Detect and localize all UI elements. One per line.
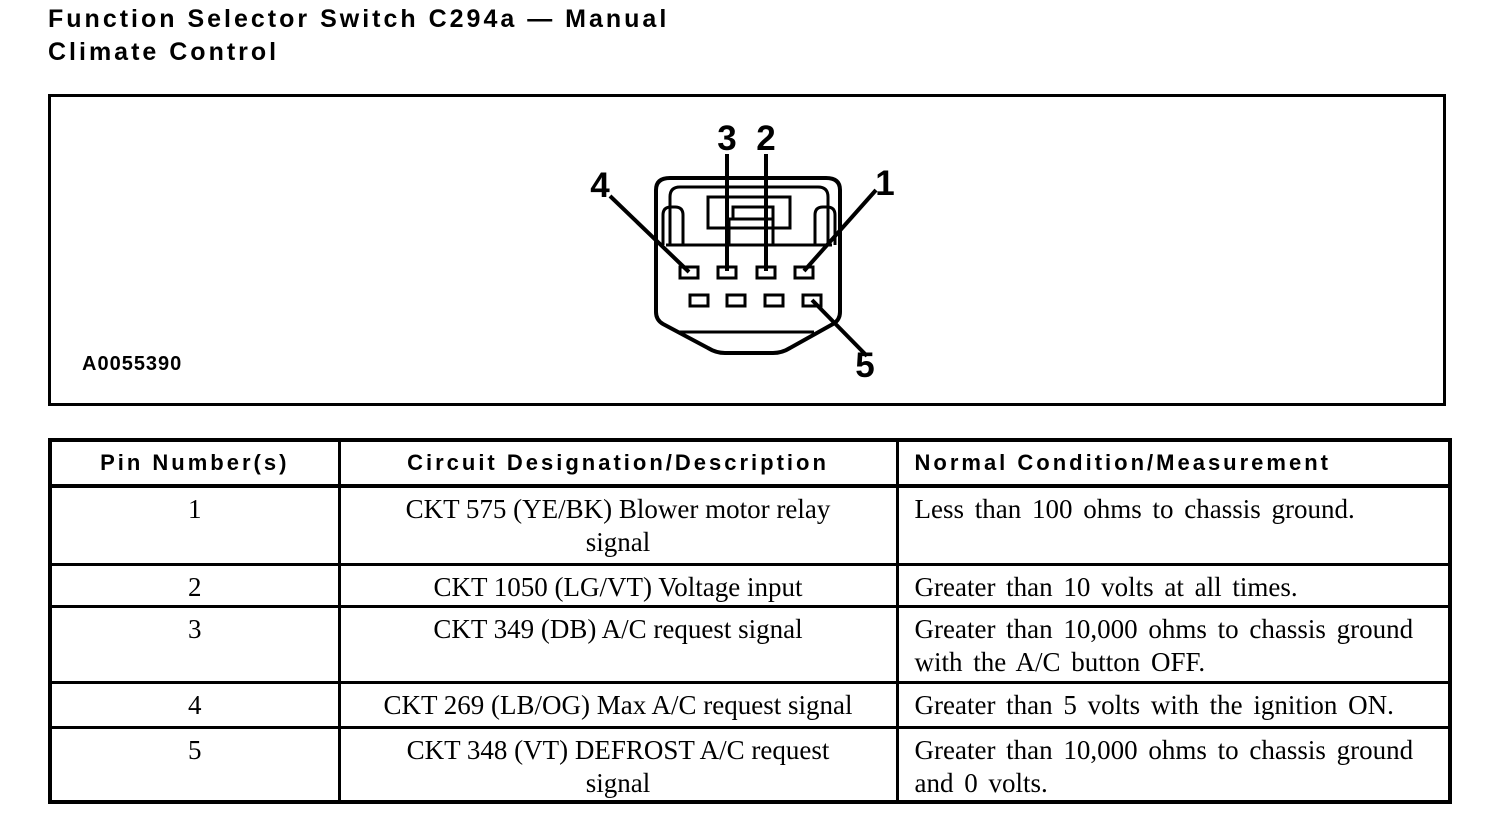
table-row: 4 CKT 269 (LB/OG) Max A/C request signal…	[48, 680, 1452, 729]
pin-slot-4	[678, 265, 700, 280]
pin-table: Pin Number(s) Circuit Designation/Descri…	[48, 438, 1452, 804]
page-title-line-2: Climate Control	[48, 38, 280, 66]
circuit-cell: CKT 1050 (LG/VT) Voltage input	[337, 562, 899, 608]
table-header-row: Pin Number(s) Circuit Designation/Descri…	[48, 438, 1452, 488]
table-row: 3 CKT 349 (DB) A/C request signal Greate…	[48, 604, 1452, 684]
connector-left-tab	[661, 205, 685, 245]
col-header-pin-number: Pin Number(s)	[48, 438, 341, 488]
col-header-normal-condition: Normal Condition/Measurement	[895, 438, 1452, 488]
pin-number-cell: 1	[48, 484, 341, 566]
condition-cell: Greater than 10,000 ohms to chassis grou…	[895, 725, 1452, 804]
page-title: Function Selector Switch C294a — Manual …	[48, 3, 669, 69]
leader-line-4	[608, 194, 691, 274]
figure-id: A0055390	[82, 353, 183, 375]
callout-label-3: 3	[717, 119, 736, 158]
pin-slot-bottom-c	[763, 293, 785, 308]
table-row: 1 CKT 575 (YE/BK) Blower motor relay sig…	[48, 484, 1452, 566]
pin-slot-1	[793, 265, 815, 280]
connector-right-tab	[813, 205, 837, 245]
condition-cell: Greater than 5 volts with the ignition O…	[895, 680, 1452, 729]
connector-figure: 1 2 3 4 5 A0055390	[48, 94, 1446, 406]
condition-cell: Greater than 10 volts at all times.	[895, 562, 1452, 608]
page-title-line-1: Function Selector Switch C294a — Manual	[48, 5, 670, 33]
circuit-cell: CKT 575 (YE/BK) Blower motor relay signa…	[337, 484, 899, 566]
pin-slot-5	[801, 293, 823, 308]
pin-number-cell: 5	[48, 725, 341, 804]
pin-slot-bottom-b	[725, 293, 747, 308]
table-row: 2 CKT 1050 (LG/VT) Voltage input Greater…	[48, 562, 1452, 608]
condition-cell: Less than 100 ohms to chassis ground.	[895, 484, 1452, 566]
callout-label-4: 4	[590, 166, 610, 205]
connector-inner-outline	[668, 185, 830, 245]
leader-line-1	[802, 188, 878, 273]
pin-number-cell: 3	[48, 604, 341, 684]
pin-number-cell: 4	[48, 680, 341, 729]
circuit-cell: CKT 348 (VT) DEFROST A/C request signal	[337, 725, 899, 804]
table-row: 5 CKT 348 (VT) DEFROST A/C request signa…	[48, 725, 1452, 804]
callout-label-5: 5	[855, 346, 874, 385]
pin-slot-bottom-a	[688, 293, 710, 308]
connector-diagram: 1 2 3 4 5	[590, 119, 894, 385]
pin-number-cell: 2	[48, 562, 341, 608]
callout-label-2: 2	[756, 119, 775, 158]
circuit-cell: CKT 269 (LB/OG) Max A/C request signal	[337, 680, 899, 729]
condition-cell: Greater than 10,000 ohms to chassis grou…	[895, 604, 1452, 684]
callout-label-1: 1	[875, 164, 894, 203]
col-header-circuit-designation: Circuit Designation/Description	[337, 438, 899, 488]
leader-line-5	[810, 298, 869, 358]
connector-latch-outer	[706, 195, 792, 230]
circuit-cell: CKT 349 (DB) A/C request signal	[337, 604, 899, 684]
